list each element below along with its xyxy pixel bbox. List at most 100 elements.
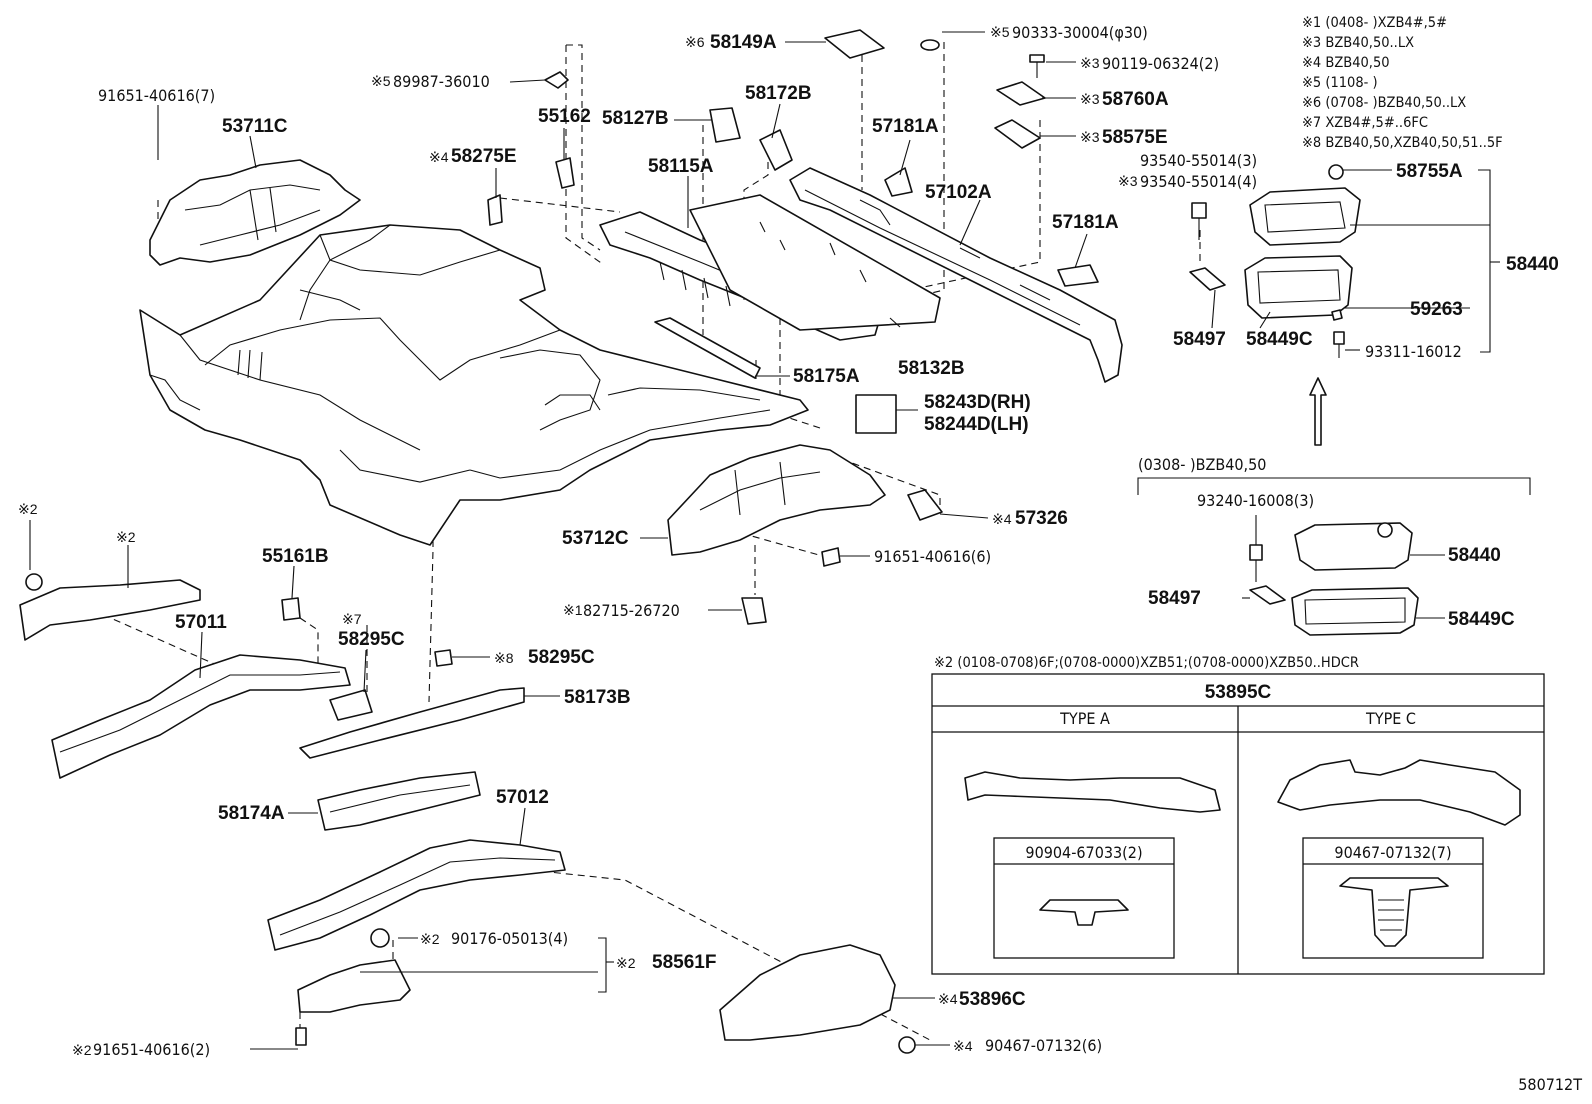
note-4: ※4 BZB40,50 bbox=[1302, 55, 1390, 71]
label-58132B: 58132B bbox=[898, 358, 965, 379]
mark-2d: ※2 bbox=[616, 955, 636, 971]
clip-a-label: 90904-67033(2) bbox=[1025, 843, 1142, 862]
label-58175A: 58175A bbox=[793, 366, 860, 387]
label-93540-55014-4: 93540-55014(4) bbox=[1140, 172, 1257, 191]
label-91651-40616-7: 91651-40616(7) bbox=[98, 86, 215, 105]
label-53711C: 53711C bbox=[222, 116, 288, 137]
label-59263: 59263 bbox=[1410, 299, 1463, 320]
table-col-type-c: TYPE C bbox=[1365, 709, 1416, 728]
variant-bracket bbox=[1137, 477, 1531, 636]
note-6: ※6 (0708- )BZB40,50..LX bbox=[1302, 95, 1466, 111]
label-90333-30004: 90333-30004(φ30) bbox=[1012, 23, 1148, 42]
label-57012: 57012 bbox=[496, 787, 549, 808]
leader-lines bbox=[29, 31, 1490, 1050]
label-57102A: 57102A bbox=[925, 182, 992, 203]
mark-2a: ※2 bbox=[18, 501, 38, 517]
label-58449C: 58449C bbox=[1246, 329, 1313, 350]
label-90176-05013: 90176-05013(4) bbox=[451, 929, 568, 948]
type-a-shape bbox=[964, 771, 1221, 813]
mark-2b: ※2 bbox=[116, 529, 136, 545]
clip-c-icon bbox=[1339, 877, 1449, 947]
label-53712C: 53712C bbox=[562, 528, 629, 549]
label-57181A-top: 57181A bbox=[872, 116, 939, 137]
label-58575E: 58575E bbox=[1102, 127, 1168, 148]
mark-8: ※8 bbox=[494, 650, 514, 666]
label-53896C: 53896C bbox=[959, 989, 1026, 1010]
label-58149A: 58149A bbox=[710, 32, 777, 53]
part-53896C-shield bbox=[719, 944, 916, 1054]
label-58440-b: 58440 bbox=[1448, 545, 1501, 566]
label-57181A-right: 57181A bbox=[1052, 212, 1119, 233]
label-58449C-b: 58449C bbox=[1448, 609, 1515, 630]
mark-4b: ※4 bbox=[992, 511, 1012, 527]
label-58295C-left: 58295C bbox=[338, 629, 405, 650]
label-58174A: 58174A bbox=[218, 803, 285, 824]
note-3: ※3 BZB40,50..LX bbox=[1302, 35, 1414, 51]
note-7: ※7 XZB4#,5#..6FC bbox=[1302, 115, 1428, 131]
note-1: ※1 (0408- )XZB4#,5# bbox=[1302, 15, 1447, 31]
table-title: 53895C bbox=[1205, 682, 1272, 703]
mark-4d: ※4 bbox=[953, 1038, 973, 1054]
floor-pan bbox=[139, 224, 809, 546]
label-57326: 57326 bbox=[1015, 508, 1068, 529]
clip-c-label: 90467-07132(7) bbox=[1334, 843, 1451, 862]
clip-a-icon bbox=[1039, 899, 1129, 926]
mark-4c: ※4 bbox=[938, 991, 958, 1007]
label-93240-16008: 93240-16008(3) bbox=[1197, 491, 1314, 510]
label-91651-40616-6: 91651-40616(6) bbox=[874, 547, 991, 566]
label-58561F: 58561F bbox=[652, 952, 716, 973]
right-cover-group bbox=[1189, 164, 1361, 446]
label-58497: 58497 bbox=[1173, 329, 1226, 350]
label-82715-26720: 82715-26720 bbox=[583, 601, 680, 620]
mark-4: ※4 bbox=[429, 149, 449, 165]
group-brackets bbox=[598, 169, 1500, 993]
type-c-shape bbox=[1277, 759, 1521, 826]
mark-2c: ※2 bbox=[420, 931, 440, 947]
label-55161B: 55161B bbox=[262, 546, 329, 567]
part-58132B-plate bbox=[689, 194, 941, 331]
mark-6: ※6 bbox=[685, 34, 705, 50]
label-93311-16012: 93311-16012 bbox=[1365, 342, 1462, 361]
mark-1: ※1 bbox=[563, 602, 583, 618]
label-58275E: 58275E bbox=[451, 146, 517, 167]
label-55162: 55162 bbox=[538, 106, 591, 127]
clip-a-box bbox=[993, 837, 1175, 959]
mark-3d: ※3 bbox=[1118, 173, 1138, 189]
note-2: ※2 (0108-0708)6F;(0708-0000)XZB51;(0708-… bbox=[934, 655, 1359, 671]
diagram-code: 580712T bbox=[1518, 1075, 1582, 1094]
label-58497-b: 58497 bbox=[1148, 588, 1201, 609]
label-58243D: 58243D(RH) bbox=[924, 392, 1031, 413]
label-58760A: 58760A bbox=[1102, 89, 1169, 110]
part-57102A-member bbox=[789, 167, 1123, 383]
table-53895C: 53895C TYPE A TYPE C 90904-67033(2) 9046… bbox=[931, 673, 1545, 975]
label-58755A: 58755A bbox=[1396, 161, 1463, 182]
label-58127B: 58127B bbox=[602, 108, 669, 129]
note-8: ※8 BZB40,50,XZB40,50,51..5F bbox=[1302, 135, 1503, 151]
table-col-type-a: TYPE A bbox=[1059, 709, 1110, 728]
label-58172B: 58172B bbox=[745, 83, 812, 104]
label-57011: 57011 bbox=[175, 612, 227, 633]
label-58173B: 58173B bbox=[564, 687, 631, 708]
clip-c-box bbox=[1302, 837, 1484, 959]
label-90467-07132-6: 90467-07132(6) bbox=[985, 1036, 1102, 1055]
mark-5: ※5 bbox=[371, 73, 391, 89]
mark-7: ※7 bbox=[342, 611, 362, 627]
note-5: ※5 (1108- ) bbox=[1302, 75, 1378, 91]
part-53712C-shield bbox=[667, 444, 886, 625]
mark-2e: ※2 bbox=[72, 1042, 92, 1058]
label-58295C-right: 58295C bbox=[528, 647, 595, 668]
labels: 91651-40616(7) 53711C ※5 89987-36010 ※4 … bbox=[18, 23, 1559, 1059]
small-brackets bbox=[487, 29, 1099, 521]
label-58244D: 58244D(LH) bbox=[924, 414, 1029, 435]
part-53711C-shield bbox=[149, 159, 361, 266]
applicability-notes: ※1 (0408- )XZB4#,5# ※3 BZB40,50..LX ※4 B… bbox=[934, 15, 1503, 671]
label-91651-40616-2: 91651-40616(2) bbox=[93, 1040, 210, 1059]
part-left-rails bbox=[19, 573, 566, 1046]
mark-3b: ※3 bbox=[1080, 91, 1100, 107]
variant-label: (0308- )BZB40,50 bbox=[1138, 455, 1266, 474]
label-90119-06324: 90119-06324(2) bbox=[1102, 54, 1219, 73]
mark-5b: ※5 bbox=[990, 24, 1010, 40]
label-93540-55014-3: 93540-55014(3) bbox=[1140, 151, 1257, 170]
